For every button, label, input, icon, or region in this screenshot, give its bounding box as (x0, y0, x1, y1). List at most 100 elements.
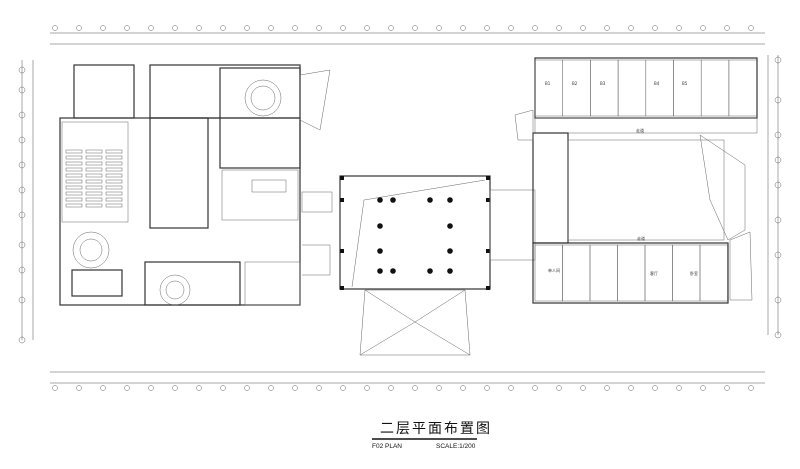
axis-bubble (148, 25, 154, 31)
column (340, 286, 344, 290)
axis-bubble (774, 96, 782, 104)
seat-row (105, 191, 123, 196)
axis-bubble (292, 25, 298, 31)
room-b3: B3 (600, 81, 606, 86)
seat-row (105, 155, 123, 160)
east-block (514, 57, 758, 304)
seat-row (65, 155, 83, 160)
axis-bubble (774, 156, 782, 164)
seat-row (105, 149, 123, 154)
axis-bubble (244, 25, 250, 31)
axis-bubble (76, 385, 82, 391)
seat-row (105, 197, 123, 202)
top-dimension-lines (21, 32, 779, 384)
axis-bubble (700, 385, 706, 391)
axis-bubble (52, 25, 58, 31)
axis-bubble (774, 216, 782, 224)
guest-room (617, 59, 647, 117)
seat-row (65, 203, 83, 208)
column (340, 249, 344, 253)
axis-bubble (268, 25, 274, 31)
axis-bubble (436, 25, 442, 31)
axis-bubble (220, 385, 226, 391)
guest-room (562, 59, 591, 117)
axis-bubble (748, 385, 754, 391)
axis-bubble (676, 385, 682, 391)
axis-bubble (580, 25, 586, 31)
axis-bubble (196, 25, 202, 31)
seat-row (65, 179, 83, 184)
lecture-hall (61, 121, 129, 223)
axis-bubble (532, 25, 538, 31)
column (447, 223, 453, 229)
seat-row (65, 149, 83, 154)
column (377, 248, 383, 254)
column (340, 198, 344, 202)
axis-bubble (532, 385, 538, 391)
seat-row (65, 185, 83, 190)
column (427, 197, 433, 203)
axis-bubble (484, 385, 490, 391)
axis-bubble (724, 25, 730, 31)
axis-bubble (556, 25, 562, 31)
axis-bubble (18, 211, 26, 219)
seat-row (105, 161, 123, 166)
guest-room (562, 244, 591, 302)
axis-bubble (652, 25, 658, 31)
axis-bubble (556, 385, 562, 391)
axis-bubble (316, 25, 322, 31)
seat-row (85, 161, 103, 166)
living-room-label: 客厅 (650, 270, 658, 276)
column (377, 223, 383, 229)
axis-bubble (18, 296, 26, 304)
axis-bubble (100, 385, 106, 391)
axis-bubble (484, 25, 490, 31)
axis-bubble (388, 25, 394, 31)
room-b2: B2 (572, 81, 578, 86)
axis-bubble (18, 336, 26, 344)
west-block (59, 64, 333, 306)
axis-bubble (774, 251, 782, 259)
axis-bubble (774, 56, 782, 64)
column (427, 268, 433, 274)
seat-row (65, 161, 83, 166)
corridor-label-bottom: 走道 (637, 235, 645, 241)
column (390, 197, 396, 203)
axis-bubble (774, 131, 782, 139)
axis-bubble (748, 25, 754, 31)
axis-bubble (774, 331, 782, 339)
seat-row (85, 149, 103, 154)
axis-bubble (676, 25, 682, 31)
axis-bubble (244, 385, 250, 391)
drawing-scale: SCALE:1/200 (436, 443, 476, 450)
axis-bubble (604, 25, 610, 31)
axis-bubble (148, 385, 154, 391)
atrium (149, 117, 209, 229)
plan-code: F02 PLAN (372, 443, 402, 450)
axis-bubble (76, 25, 82, 31)
guest-room (590, 59, 619, 117)
guest-room (645, 59, 674, 117)
axis-bubble (18, 186, 26, 194)
axis-bubble (774, 296, 782, 304)
column (447, 268, 453, 274)
seat-row (105, 179, 123, 184)
axis-bubble (412, 385, 418, 391)
column (486, 286, 490, 290)
axis-bubble (340, 25, 346, 31)
column (447, 248, 453, 254)
bedroom-label: 卧室 (690, 270, 698, 276)
axis-bubble (292, 385, 298, 391)
axis-bubble (52, 385, 58, 391)
axis-bubble (18, 266, 26, 274)
guest-room (700, 59, 730, 117)
seat-row (65, 191, 83, 196)
axis-bubble (100, 25, 106, 31)
axis-bubble (436, 385, 442, 391)
guest-room (673, 59, 702, 117)
seat-row (85, 185, 103, 190)
column (390, 268, 396, 274)
seat-row (105, 167, 123, 172)
axis-bubble (652, 385, 658, 391)
